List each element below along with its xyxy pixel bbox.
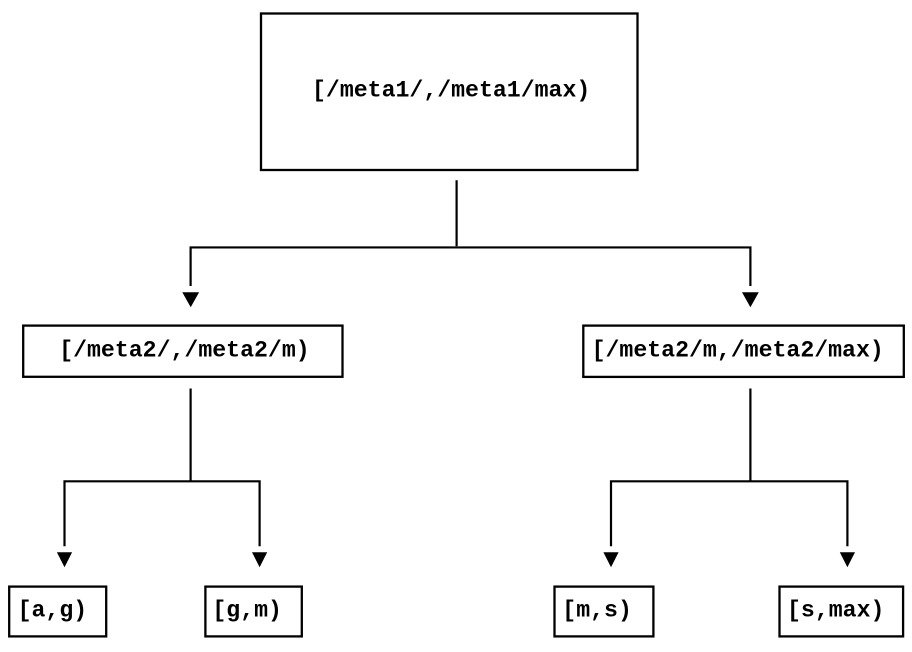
svg-text:[/meta2/,/meta2/m): [/meta2/,/meta2/m) (59, 338, 309, 364)
svg-text:[m,s): [m,s) (562, 597, 632, 623)
svg-text:[g,m): [g,m) (212, 597, 282, 623)
svg-text:[/meta2/m,/meta2/max): [/meta2/m,/meta2/max) (592, 338, 884, 364)
svg-text:[s,max): [s,max) (787, 597, 884, 623)
svg-text:[a,g): [a,g) (18, 597, 88, 623)
svg-text:[/meta1/,/meta1/max): [/meta1/,/meta1/max) (312, 78, 590, 104)
